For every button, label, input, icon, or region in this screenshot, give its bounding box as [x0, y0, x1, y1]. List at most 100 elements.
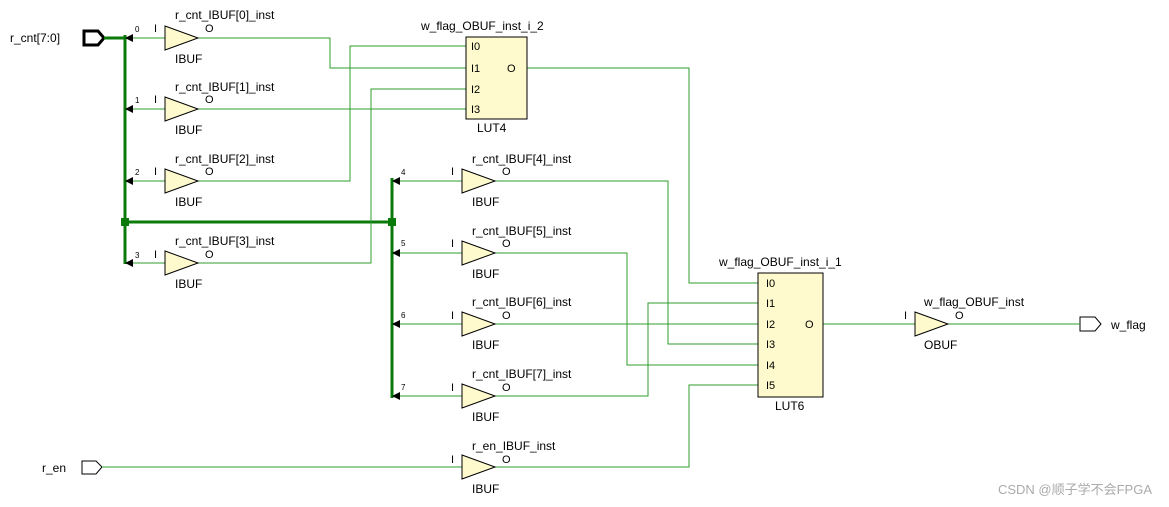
ibuf-2-type: IBUF [175, 195, 202, 209]
nets [102, 37, 1080, 468]
ibuf-4-pin-o: O [502, 166, 511, 178]
port-r-en-symbol[interactable] [81, 460, 103, 475]
port-r-cnt-symbol[interactable] [82, 29, 106, 47]
ripper-4 [392, 177, 400, 185]
ibuf-7-type: IBUF [472, 410, 499, 424]
obuf-cell[interactable]: w_flag_OBUF_inst I O OBUF [904, 295, 1025, 352]
port-w-flag-label: w_flag [1110, 318, 1146, 332]
ibuf-1-instance-name: r_cnt_IBUF[1]_inst [175, 80, 275, 94]
ripper-0 [125, 34, 133, 42]
port-w-flag-symbol[interactable] [1079, 316, 1102, 332]
lut4-pin-i1: I1 [471, 63, 480, 75]
bus-bit-4: 4 [401, 168, 406, 177]
ibuf-0-type: IBUF [175, 52, 202, 66]
bus-junction-right [388, 218, 396, 226]
ibuf-2-pin-o: O [205, 166, 214, 178]
bus-bit-6: 6 [401, 311, 406, 320]
port-r-en-label: r_en [42, 461, 66, 475]
ibuf-4-buffer-symbol[interactable] [461, 168, 497, 194]
ibuf-2-buffer-symbol[interactable] [164, 168, 200, 194]
ibuf-5-instance-name: r_cnt_IBUF[5]_inst [472, 224, 572, 238]
ibuf-0-pin-i: I [154, 23, 157, 35]
ibuf-1-pin-o: O [205, 94, 214, 106]
net-ren-to-lut6-i5[interactable] [495, 384, 758, 468]
ibuf-r-en-pin-i: I [451, 454, 454, 466]
bus-bit-5: 5 [401, 239, 406, 248]
ibuf-0-buffer-symbol[interactable] [164, 25, 200, 51]
lut4-pin-i2: I2 [471, 84, 480, 96]
port-r-en[interactable]: r_en [42, 460, 103, 475]
ibuf-cell-0[interactable]: r_cnt_IBUF[0]_inst I O IBUF [154, 8, 275, 66]
ibuf-0-pin-o: O [205, 23, 214, 35]
ibuf-3-type: IBUF [175, 277, 202, 291]
ibuf-3-buffer-symbol[interactable] [164, 250, 200, 276]
ibuf-6-buffer-symbol[interactable] [461, 311, 497, 337]
ibuf-cell-6[interactable]: r_cnt_IBUF[6]_inst I O IBUF [451, 295, 572, 352]
ibuf-4-instance-name: r_cnt_IBUF[4]_inst [472, 152, 572, 166]
ibuf-r-en-pin-o: O [502, 454, 511, 466]
ibuf-7-instance-name: r_cnt_IBUF[7]_inst [472, 367, 572, 381]
lut6-pin-i2: I2 [766, 319, 775, 331]
ibuf-3-instance-name: r_cnt_IBUF[3]_inst [175, 234, 275, 248]
ibuf-r-en-instance-name: r_en_IBUF_inst [472, 439, 556, 453]
obuf-pin-o: O [955, 310, 964, 322]
ibuf-cell-5[interactable]: r_cnt_IBUF[5]_inst I O IBUF [451, 224, 572, 281]
net-ibuf2-to-lut4-i0[interactable] [198, 45, 466, 182]
port-r-cnt[interactable]: r_cnt[7:0] [10, 29, 106, 47]
lut4-pin-i0: I0 [471, 41, 480, 53]
ibuf-1-pin-i: I [154, 94, 157, 106]
port-w-flag[interactable]: w_flag [1079, 316, 1146, 332]
bus-r-cnt[interactable]: 0 1 2 3 4 5 6 7 [104, 25, 406, 400]
obuf-buffer-symbol[interactable] [914, 311, 950, 337]
ibuf-2-pin-i: I [154, 166, 157, 178]
bus-junction-left [121, 218, 129, 226]
ibuf-cell-2[interactable]: r_cnt_IBUF[2]_inst I O IBUF [154, 152, 275, 209]
ibuf-cell-7[interactable]: r_cnt_IBUF[7]_inst I O IBUF [451, 367, 572, 424]
ibuf-cell-1[interactable]: r_cnt_IBUF[1]_inst I O IBUF [154, 80, 275, 137]
lut6-pin-i3: I3 [766, 339, 775, 351]
lut6-pin-i1: I1 [766, 298, 775, 310]
ripper-2 [125, 177, 133, 185]
bus-bit-2: 2 [135, 168, 140, 177]
ibuf-2-instance-name: r_cnt_IBUF[2]_inst [175, 152, 275, 166]
ibuf-1-buffer-symbol[interactable] [164, 96, 200, 122]
lut6-pin-o: O [805, 319, 814, 331]
net-ibuf4-to-lut6-i3[interactable] [495, 180, 758, 345]
lut4-cell[interactable]: w_flag_OBUF_inst_i_2 I0 I1 I2 I3 O LUT4 [420, 19, 544, 135]
net-ibuf7-to-lut6-i1[interactable] [495, 302, 758, 397]
ibuf-cell-r-en[interactable]: r_en_IBUF_inst I O IBUF [451, 439, 556, 496]
net-ibuf3-to-lut4-i2[interactable] [198, 88, 466, 264]
ibuf-3-pin-i: I [154, 249, 157, 261]
bus-bit-7: 7 [401, 383, 406, 392]
bus-bit-1: 1 [135, 96, 140, 105]
net-ibuf5-to-lut6-i4[interactable] [495, 252, 758, 366]
obuf-pin-i: I [904, 310, 907, 322]
ibuf-cell-3[interactable]: r_cnt_IBUF[3]_inst I O IBUF [154, 234, 275, 291]
ibuf-5-buffer-symbol[interactable] [461, 240, 497, 266]
lut4-pin-o: O [507, 63, 516, 75]
net-ibuf0-to-lut4-i1[interactable] [198, 37, 466, 69]
lut6-pin-i4: I4 [766, 360, 775, 372]
lut6-instance-name: w_flag_OBUF_inst_i_1 [718, 255, 842, 269]
ibuf-cell-4[interactable]: r_cnt_IBUF[4]_inst I O IBUF [451, 152, 572, 209]
ibuf-0-instance-name: r_cnt_IBUF[0]_inst [175, 8, 275, 22]
lut6-box[interactable] [757, 272, 824, 398]
bus-bit-0: 0 [135, 25, 140, 34]
ripper-5 [392, 249, 400, 257]
lut4-instance-name: w_flag_OBUF_inst_i_2 [420, 19, 544, 33]
bus-bit-3: 3 [135, 251, 140, 260]
lut6-cell[interactable]: w_flag_OBUF_inst_i_1 I0 I1 I2 I3 I4 I5 O… [718, 255, 842, 413]
ibuf-5-pin-o: O [502, 238, 511, 250]
ripper-1 [125, 105, 133, 113]
net-lut4-o-to-lut6-i0[interactable] [527, 67, 758, 284]
obuf-instance-name: w_flag_OBUF_inst [923, 295, 1025, 309]
ibuf-7-buffer-symbol[interactable] [461, 383, 497, 409]
lut6-pin-i5: I5 [766, 380, 775, 392]
ibuf-7-pin-o: O [502, 382, 511, 394]
obuf-type: OBUF [924, 338, 957, 352]
ripper-6 [392, 320, 400, 328]
ibuf-r-en-buffer-symbol[interactable] [461, 454, 497, 480]
ibuf-r-en-type: IBUF [472, 482, 499, 496]
lut4-box[interactable] [465, 36, 528, 120]
